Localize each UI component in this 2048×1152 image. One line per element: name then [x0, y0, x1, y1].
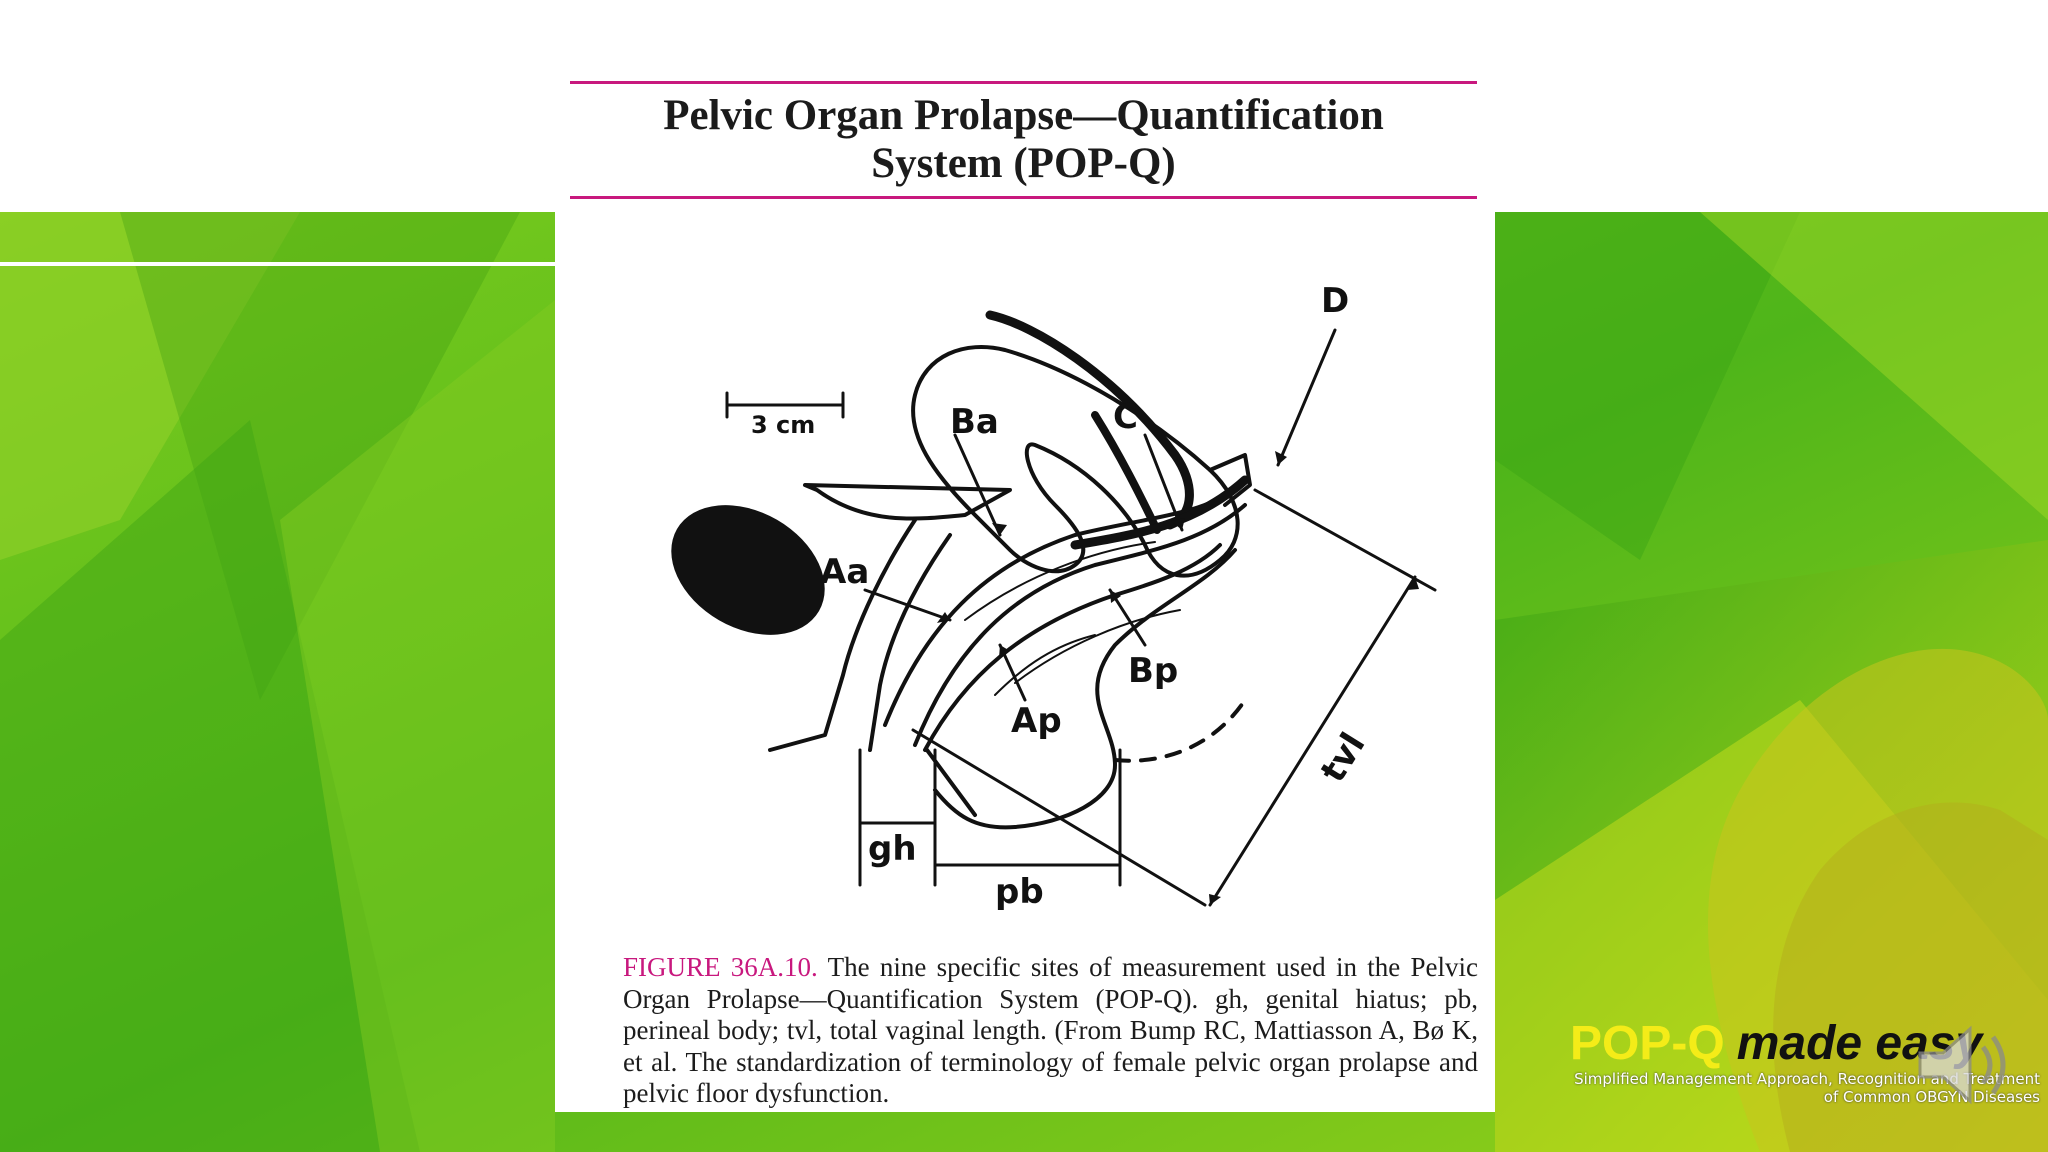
title-line-2: System (POP-Q) [871, 140, 1176, 187]
label-c: C [1113, 397, 1138, 437]
figure-label: FIGURE 36A.10. [623, 952, 818, 982]
tvl-line [1208, 575, 1417, 907]
uterine-cavity [985, 310, 1194, 530]
title-bottom-rule [570, 196, 1477, 199]
pop-q-diagram: 3 cm Ba C D Aa Bp Ap gh pb tvl [671, 281, 1437, 912]
c-pointer [1143, 433, 1184, 532]
label-bp: Bp [1128, 651, 1178, 691]
anterior-vaginal-wall [768, 518, 917, 752]
scale-label: 3 cm [751, 411, 815, 439]
ap-arrow-path [994, 634, 1096, 696]
rectum [923, 543, 1222, 752]
slide-title: Pelvic Organ Prolapse—Quantification Sys… [570, 92, 1477, 188]
d-pointer [1276, 328, 1337, 467]
title-line-1: Pelvic Organ Prolapse—Quantification [663, 92, 1384, 139]
ba-arrow-path [964, 541, 1156, 621]
vaginal-canal [883, 493, 1227, 727]
label-d: D [1321, 281, 1349, 321]
logo-main-text: POP-Q [1570, 1017, 1725, 1070]
label-gh: gh [868, 829, 917, 869]
speaker-icon[interactable] [1905, 1015, 2025, 1115]
bladder [803, 483, 1012, 521]
label-pb: pb [995, 872, 1044, 912]
ba-pointer [953, 433, 1002, 537]
label-ap: Ap [1011, 701, 1062, 741]
label-tvl: tvl [1313, 726, 1373, 790]
aa-pointer [863, 588, 952, 622]
uterus [911, 345, 1240, 578]
label-aa: Aa [820, 552, 869, 592]
pubic-bone [671, 505, 825, 635]
logo-subtitle-2: of Common OBGYN Diseases [1823, 1088, 2040, 1106]
label-ba: Ba [950, 402, 999, 442]
title-top-rule [570, 81, 1477, 84]
figure-caption: FIGURE 36A.10. The nine specific sites o… [623, 952, 1478, 1110]
caption-text: The nine specific sites of measurement u… [623, 952, 1479, 1108]
bp-arrow-path [1014, 609, 1181, 684]
